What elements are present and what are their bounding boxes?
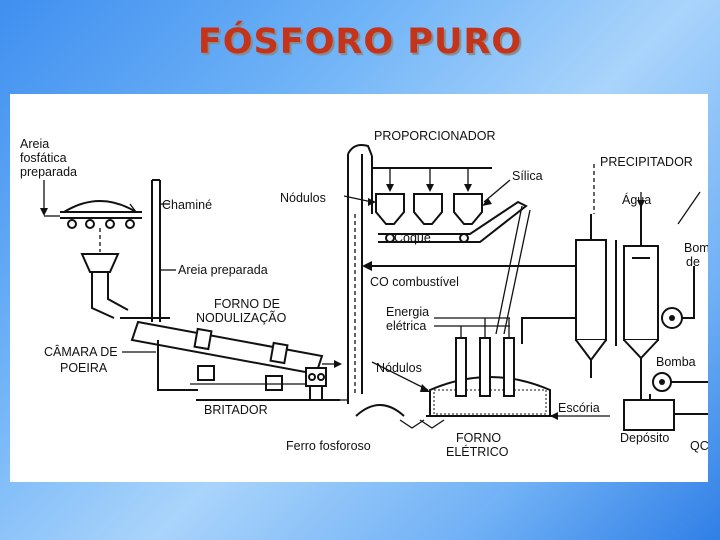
label-areia-line2: fosfática: [20, 151, 67, 165]
label-forno-el-line1: FORNO: [456, 431, 501, 445]
label-forno-nod-line1: FORNO DE: [214, 297, 280, 311]
label-energia-line2: elétrica: [386, 319, 426, 333]
label-energia-line1: Energia: [386, 305, 429, 319]
label-coque: Coque: [394, 231, 431, 245]
label-bomba-top-line1: Bom: [684, 241, 708, 255]
label-agua: Água: [622, 192, 651, 207]
label-areia-preparada: Areia preparada: [178, 263, 268, 277]
label-ferro-fosforoso: Ferro fosforoso: [286, 439, 371, 453]
label-proporcionador: PROPORCIONADOR: [374, 129, 496, 143]
chimney: [151, 179, 161, 322]
label-co-combustivel: CO combustível: [370, 275, 459, 289]
label-forno-nod-line2: NODULIZAÇÃO: [196, 311, 287, 325]
pump-bottom: [652, 372, 708, 392]
label-bomba-top-line2: de: [686, 255, 700, 269]
crusher: [305, 367, 327, 400]
proportioner: [372, 167, 492, 225]
label-camara-line1: CÂMARA DE: [44, 344, 118, 359]
label-energia-eletrica: Energia elétrica: [386, 305, 429, 333]
label-chamine: Chaminé: [162, 198, 212, 212]
label-camara-poeira: CÂMARA DE POEIRA: [44, 344, 118, 375]
inclined-conveyor: [378, 200, 528, 243]
label-britador: BRITADOR: [204, 403, 268, 417]
label-areia-fosfatica: Areia fosfática preparada: [20, 137, 77, 179]
label-silica: Sílica: [512, 169, 543, 183]
deposit-tank: [623, 394, 708, 431]
dust-chamber: [157, 340, 198, 391]
pump-top: [661, 266, 695, 329]
label-areia-line1: Areia: [20, 137, 49, 151]
label-nodulos-bottom: Nódulos: [376, 361, 422, 375]
process-diagram: Areia fosfática preparada Chaminé Nódulo…: [10, 94, 708, 482]
label-areia-line3: preparada: [20, 165, 77, 179]
feed-hopper: [80, 253, 129, 319]
label-nodulos-top: Nódulos: [280, 191, 326, 205]
label-escoria: Escória: [558, 401, 600, 415]
label-forno-nodulizacao: FORNO DE NODULIZAÇÃO: [196, 297, 287, 325]
label-forno-el-line2: ELÉTRICO: [446, 444, 509, 459]
sand-pile: [60, 200, 142, 229]
bucket-elevator: [347, 144, 373, 404]
slide-title: FÓSFORO PURO: [197, 22, 523, 62]
label-qc: QC: [690, 439, 708, 453]
label-bomba: Bomba: [656, 355, 696, 369]
label-precipitador: PRECIPITADOR: [600, 155, 693, 169]
process-flow-svg: Areia fosfática preparada Chaminé Nódulo…: [20, 129, 708, 459]
rotary-kiln: [120, 317, 324, 391]
label-forno-eletrico: FORNO ELÉTRICO: [446, 431, 509, 459]
precipitator: [575, 206, 659, 400]
electric-furnace: [426, 337, 554, 417]
label-deposito: Depósito: [620, 431, 669, 445]
label-camara-line2: POEIRA: [60, 361, 108, 375]
